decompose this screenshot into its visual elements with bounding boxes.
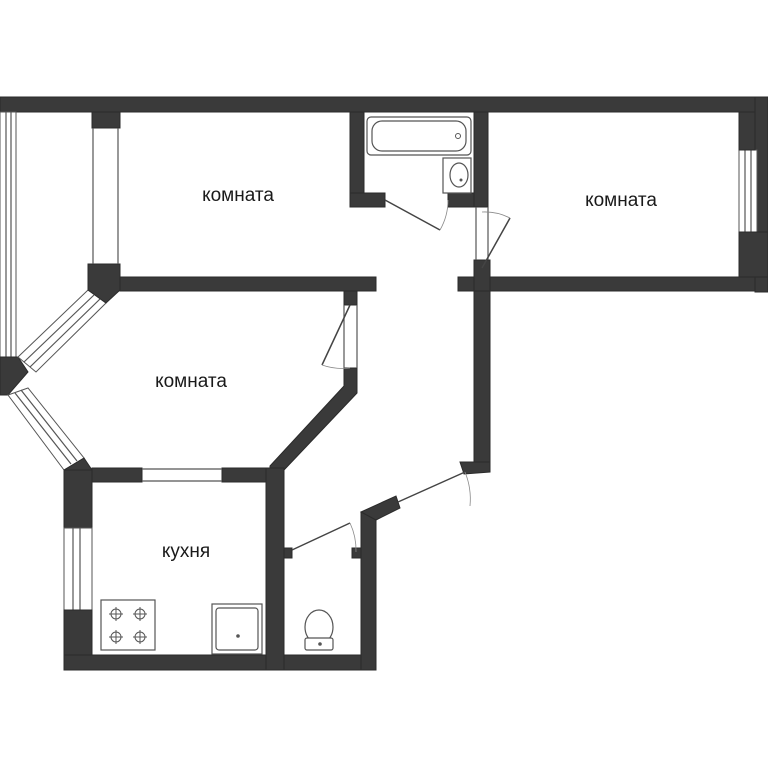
wall-wc-pier-left (283, 547, 293, 559)
wall-kitchen-top-left (91, 467, 143, 483)
wall-bay-corner (0, 356, 29, 396)
room-label-top-left: комната (202, 185, 274, 206)
window-bay-lower (7, 387, 85, 471)
wall-room1-bottom (119, 276, 377, 292)
wall-bottom (63, 654, 377, 671)
stove-icon (100, 599, 156, 651)
wall-wc-pier-right (351, 547, 362, 559)
window-loggia-left (0, 111, 17, 358)
wall-room2-bottom (457, 276, 756, 292)
exterior-walls (0, 96, 768, 671)
wall-kitchen-left-top (63, 469, 93, 529)
wall-kitchen-right (265, 467, 285, 671)
window-kitchen (63, 527, 93, 611)
wall-bath-right (473, 111, 489, 208)
wall-hall-right-foot (459, 461, 491, 475)
window-bay-upper (17, 289, 107, 373)
wall-bath-bottom-left (349, 192, 386, 208)
room-label-middle-left: комната (155, 371, 227, 392)
window-right (738, 149, 758, 233)
wall-wc-right (360, 511, 377, 671)
wall-room2-left (473, 259, 491, 292)
wall-room3-pier (343, 290, 358, 306)
room-label-kitchen: кухня (162, 541, 210, 562)
doors (291, 199, 511, 553)
wall-room3-diag (269, 367, 358, 483)
wall-right-pier-top (738, 111, 756, 151)
wall-entry-diag (359, 495, 401, 521)
toilet-icon (304, 609, 334, 651)
wall-hall-right (473, 276, 491, 470)
interior-walls (91, 111, 756, 671)
wall-room1-pier (91, 111, 121, 129)
room-label-top-right: комната (585, 190, 657, 211)
fixtures (100, 116, 472, 655)
wall-right-pier (738, 231, 768, 278)
room-labels: комната комната комната кухня (155, 185, 657, 562)
wall-top (0, 96, 768, 113)
wall-bay-upper-pier (87, 263, 121, 304)
